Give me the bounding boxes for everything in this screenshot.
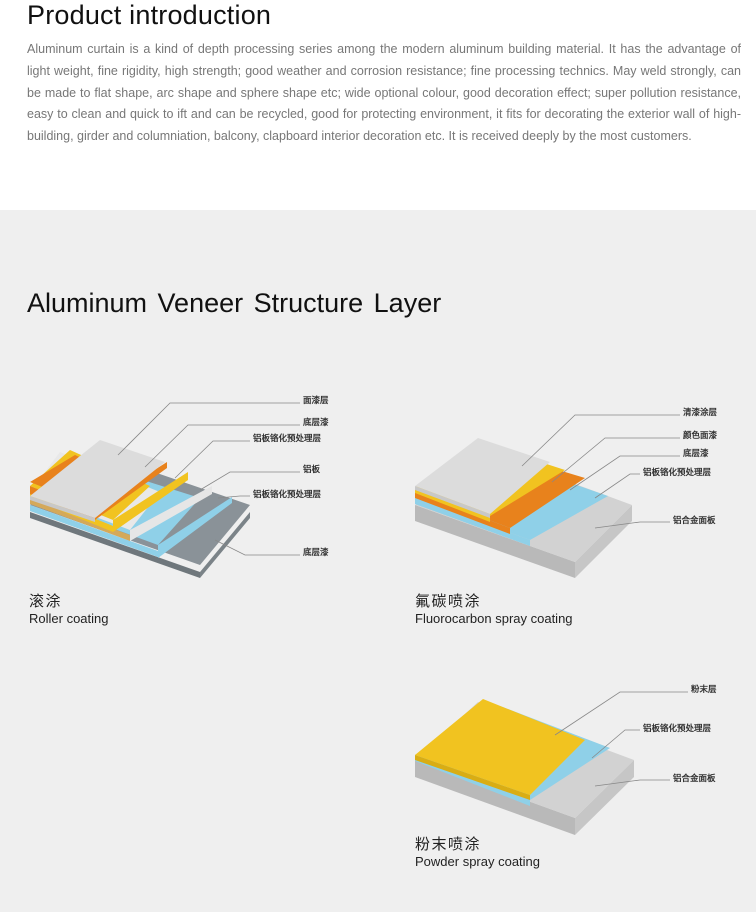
- fluoro-label-primer: 底层漆: [683, 448, 709, 459]
- fluoro-leader-lines: [521, 414, 680, 529]
- fluoro-layer-top: [415, 438, 550, 514]
- fluoro-label-chrome-pretreat: 铝板铬化预处理层: [643, 467, 712, 478]
- fluoro-layer-top-front: [415, 486, 490, 518]
- powder-label-alloy-panel: 铝合金面板: [673, 773, 716, 784]
- roller-label-primer: 底层漆: [303, 417, 329, 428]
- roller-layer-orange-side: [95, 462, 167, 520]
- roller-label-topcoat: 面漆层: [303, 395, 329, 406]
- fluoro-panel-side: [575, 505, 632, 578]
- roller-label-chrome-pretreat-bottom: 铝板铬化预处理层: [253, 489, 322, 500]
- fluoro-label-clearcoat: 清漆涂层: [683, 407, 718, 418]
- roller-layer-yellow-side: [113, 472, 188, 532]
- structure-layer-section: Aluminum Veneer Structure Layer: [0, 210, 756, 912]
- fluoro-label-color-topcoat: 颜色面漆: [683, 430, 718, 441]
- roller-label-back-primer: 底层漆: [303, 547, 329, 558]
- diagram-fluorocarbon: 清漆涂层 颜色面漆 底层漆 铝板铬化预处理层 铝合金面板: [415, 407, 718, 578]
- powder-label-powder-layer: 粉末层: [691, 684, 717, 695]
- caption-roller-coating: 滚涂 Roller coating: [29, 593, 109, 627]
- structure-title: Aluminum Veneer Structure Layer: [27, 288, 442, 318]
- fluoro-layer-blue-front: [415, 498, 530, 546]
- caption-fluorocarbon: 氟碳喷涂 Fluorocarbon spray coating: [415, 593, 573, 627]
- roller-layer-blue-side: [158, 497, 232, 558]
- diagram-roller-coating: 面漆层 底层漆 铝板铬化预处理层 铝板 铝板铬化预处理层 底层漆: [30, 395, 329, 578]
- fluoro-label-alloy-panel: 铝合金面板: [673, 515, 716, 526]
- powder-layer-yellow-front: [415, 755, 530, 800]
- roller-label-chrome-pretreat-top: 铝板铬化预处理层: [253, 433, 322, 444]
- roller-layer-aluminum-front: [30, 498, 130, 541]
- roller-bottom-panel-front: [30, 512, 200, 578]
- roller-layer-blue-front: [30, 505, 158, 557]
- fluoro-panel-front: [415, 505, 575, 578]
- product-introduction-section: Product introduction Aluminum curtain is…: [0, 0, 756, 210]
- powder-panel-side: [575, 760, 634, 835]
- roller-label-aluminum: 铝板: [303, 464, 321, 475]
- roller-layer-top-front: [30, 496, 95, 522]
- caption-roller-en: Roller coating: [29, 611, 109, 626]
- powder-leader-lines: [554, 691, 688, 787]
- roller-leader-lines: [117, 402, 300, 556]
- caption-powder: 粉末喷涂 Powder spray coating: [415, 836, 540, 870]
- fluoro-layer-orange-front: [415, 492, 510, 534]
- powder-label-chrome-pretreat: 铝板铬化预处理层: [643, 723, 712, 734]
- caption-roller-zh: 滚涂: [29, 593, 63, 610]
- roller-layer-aluminum-side: [130, 486, 212, 541]
- caption-fluoro-en: Fluorocarbon spray coating: [415, 611, 573, 626]
- intro-body: Aluminum curtain is a kind of depth proc…: [27, 42, 741, 144]
- powder-layer-yellow: [415, 699, 585, 795]
- caption-powder-en: Powder spray coating: [415, 854, 541, 869]
- caption-fluoro-zh: 氟碳喷涂: [415, 593, 482, 610]
- intro-title: Product introduction: [27, 0, 272, 30]
- powder-panel-front: [415, 760, 575, 835]
- caption-powder-zh: 粉末喷涂: [415, 836, 482, 853]
- roller-layer-top: [30, 440, 165, 518]
- diagram-powder: 粉末层 铝板铬化预处理层 铝合金面板: [415, 684, 717, 835]
